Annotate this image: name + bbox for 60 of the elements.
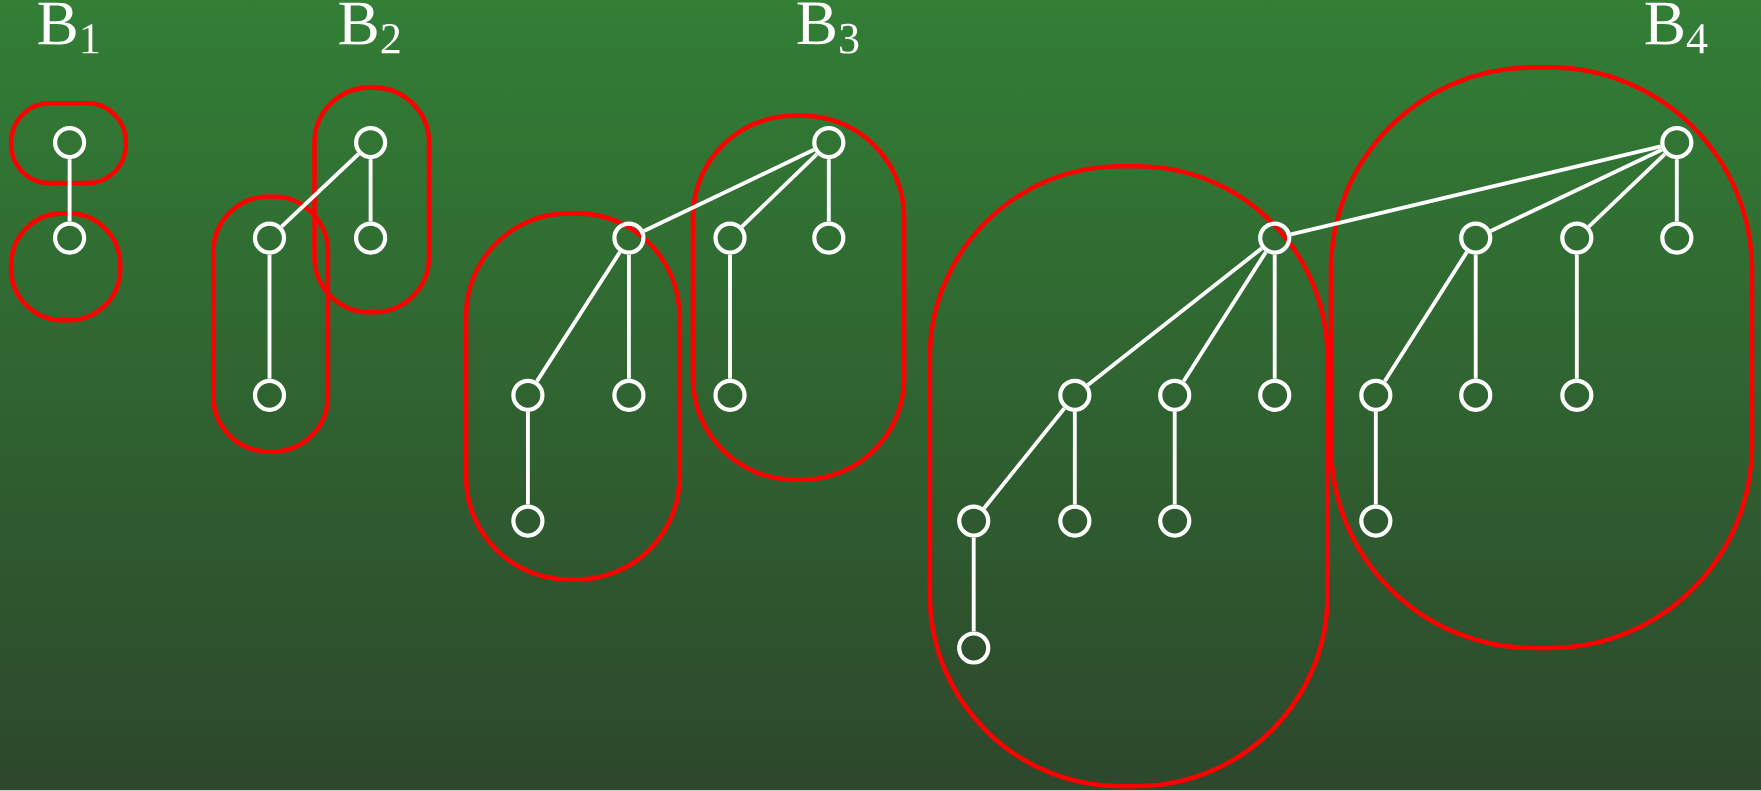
tree-node [713, 378, 747, 412]
tree-node [812, 126, 846, 160]
tree-edge [1182, 251, 1268, 383]
tree-edge [1574, 254, 1579, 379]
tree-node [252, 221, 287, 255]
tree-node [1459, 221, 1493, 255]
tree-node [1058, 504, 1092, 538]
tree-node [1359, 504, 1393, 538]
tree-edge [1383, 251, 1469, 383]
tree-edge [267, 254, 272, 379]
tree-node [354, 126, 388, 160]
tree-node [1258, 378, 1292, 412]
tree-edge [643, 148, 815, 233]
tree-edge [280, 152, 360, 229]
tree-node [511, 504, 545, 538]
tree-node [252, 378, 287, 412]
tree-edge [1290, 144, 1662, 237]
tree-node [1560, 221, 1594, 255]
tree-node [1660, 221, 1694, 255]
tree-node [53, 221, 87, 255]
tree-edge [626, 254, 631, 379]
tree-node [612, 378, 646, 412]
tree-edge [1086, 246, 1263, 387]
tree-edge [982, 407, 1066, 510]
tree-edge [1272, 254, 1277, 379]
tree-edge [1072, 411, 1077, 505]
tree-edge [971, 537, 976, 632]
tree-node [713, 221, 747, 255]
tree-edge [525, 411, 530, 505]
tree-node [1560, 378, 1594, 412]
tree-edge [728, 254, 732, 379]
tree-edge [1373, 411, 1378, 505]
tree-node [1158, 378, 1192, 412]
tree-edge [740, 152, 819, 228]
tree-node [812, 221, 846, 255]
tree-node [1258, 221, 1292, 255]
tree-edge [1172, 411, 1177, 505]
tree-edge [1473, 254, 1478, 379]
tree-label: B$_{1}$ [38, 2, 99, 54]
tree-edge [535, 251, 622, 383]
tree-node [1459, 378, 1493, 412]
tree-label: B$_{2}$ [339, 2, 400, 54]
tree-node [1359, 378, 1393, 412]
tree-node [354, 221, 388, 255]
tree-node [511, 378, 545, 412]
tree-node [957, 631, 991, 665]
tree-edge [368, 159, 373, 222]
tree-node [957, 504, 991, 538]
tree-edge [826, 159, 831, 222]
tree-edge [67, 159, 72, 222]
tree-node [1058, 378, 1092, 412]
tree-node [612, 221, 646, 255]
tree-label: B$_{3}$ [797, 2, 859, 54]
tree-node [1660, 126, 1694, 160]
tree-node [1158, 504, 1192, 538]
tree-label: B$_{4}$ [1645, 2, 1708, 54]
tree-edge [1674, 159, 1679, 222]
tree-edge [1489, 147, 1663, 233]
tree-node [53, 126, 87, 160]
tree-edge [1587, 152, 1667, 229]
